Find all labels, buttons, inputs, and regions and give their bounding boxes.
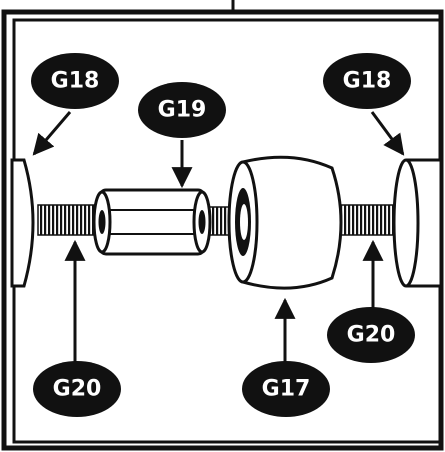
callout-g19-text: G19	[158, 98, 207, 123]
callout-g20-right: G20	[327, 307, 415, 363]
threaded-rod-left	[37, 204, 99, 236]
callout-g17-text: G17	[262, 377, 311, 402]
callout-g20-left: G20	[33, 361, 121, 417]
callout-arrows	[32, 111, 405, 364]
barrel-bead	[227, 155, 343, 290]
callout-g20-right-text: G20	[347, 323, 396, 348]
callout-g19: G19	[138, 82, 226, 138]
arrow-g18-right	[370, 111, 405, 156]
callout-g18-left-text: G18	[51, 69, 100, 94]
callout-g20-left-text: G20	[53, 377, 102, 402]
end-cap-left	[10, 158, 35, 288]
hex-coupling-nut	[92, 188, 212, 256]
callout-g18-right: G18	[323, 53, 411, 109]
callout-g18-left: G18	[31, 53, 119, 109]
end-cap-right	[392, 158, 443, 288]
arrow-g18-left	[32, 111, 72, 156]
callout-g18-right-text: G18	[343, 69, 392, 94]
callout-g17: G17	[242, 361, 330, 417]
